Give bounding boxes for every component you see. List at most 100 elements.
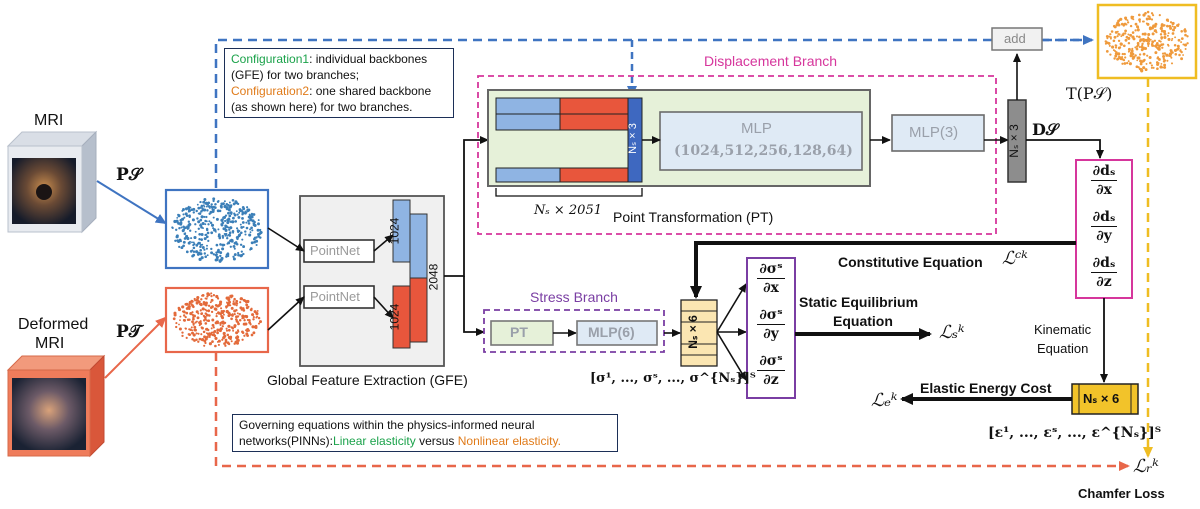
- cloud-point: [1136, 59, 1139, 62]
- cloud-point: [1140, 45, 1144, 49]
- cloud-point: [259, 231, 263, 235]
- cloud-point: [235, 331, 239, 335]
- cloud-point: [206, 295, 209, 298]
- cloud-point: [205, 313, 209, 317]
- cloud-point: [1173, 26, 1177, 29]
- cloud-point: [1138, 53, 1142, 56]
- cloud-point: [182, 314, 186, 317]
- mlp6-label: MLP(6): [588, 324, 635, 340]
- cloud-point: [238, 208, 242, 211]
- cloud-point: [201, 326, 204, 330]
- cloud-point: [1148, 55, 1152, 60]
- cloud-point: [193, 339, 196, 342]
- cloud-point: [1160, 37, 1163, 40]
- cloud-point: [218, 259, 222, 263]
- cloud-point: [212, 216, 215, 219]
- mlp3-label: MLP(3): [909, 124, 959, 141]
- cloud-point: [1154, 22, 1158, 26]
- cloud-point: [206, 209, 209, 212]
- cloud-point: [1124, 38, 1128, 42]
- cloud-point: [173, 313, 177, 317]
- cloud-point: [220, 205, 223, 209]
- mri-label: MRI: [34, 112, 64, 129]
- cloud-point: [239, 301, 242, 304]
- cloud-point: [243, 319, 246, 322]
- cloud-point: [1127, 47, 1131, 51]
- cloud-point: [206, 254, 209, 257]
- cloud-point: [241, 209, 243, 212]
- cloud-point: [224, 227, 227, 230]
- cloud-point: [1121, 33, 1125, 37]
- cloud-point: [203, 252, 206, 255]
- cloud-point: [192, 305, 195, 309]
- cloud-point: [1131, 31, 1135, 34]
- kinematic-line1: Kinematic: [1034, 322, 1092, 337]
- cloud-point: [241, 238, 244, 241]
- cloud-point: [1127, 50, 1130, 53]
- cloud-point: [231, 230, 235, 233]
- pointnet-bottom-label: PointNet: [310, 289, 360, 304]
- cloud-point: [1137, 13, 1141, 17]
- cloud-point: [206, 244, 208, 247]
- lc-label: ℒᶜᵏ: [1002, 248, 1028, 269]
- cloud-point: [233, 324, 237, 328]
- mlp6-box: [576, 320, 658, 346]
- cloud-point: [205, 220, 208, 223]
- cloud-point: [214, 344, 217, 348]
- cloud-point: [194, 223, 197, 226]
- cloud-point: [1146, 10, 1150, 14]
- cloud-point: [1146, 54, 1149, 57]
- cloud-point: [1183, 28, 1186, 32]
- cloud-point: [187, 223, 191, 227]
- cloud-point: [215, 251, 218, 254]
- config2-text: : one shared backbone (as shown here) fo…: [231, 84, 432, 114]
- cloud-point: [182, 244, 185, 248]
- cloud-point: [1160, 30, 1163, 33]
- cloud-point: [246, 208, 250, 213]
- cloud-point: [1159, 65, 1163, 69]
- cloud-point: [220, 223, 224, 227]
- cloud-point: [1118, 33, 1121, 36]
- cloud-point: [182, 208, 185, 211]
- cloud-point: [1170, 39, 1173, 42]
- deformed-mri-cube: [6, 354, 106, 458]
- cloud-point: [1107, 41, 1111, 45]
- displacement-gradient-box: [1075, 159, 1133, 299]
- cloud-point: [233, 297, 236, 301]
- cloud-point: [1152, 24, 1156, 28]
- cloud-point: [1134, 29, 1137, 32]
- linear-elasticity: Linear elasticity: [333, 434, 416, 448]
- cloud-point: [250, 307, 253, 310]
- cloud-point: [176, 239, 179, 242]
- cloud-point: [195, 298, 199, 302]
- cloud-point: [178, 323, 180, 326]
- eps-sequence: [ε¹, ..., εˢ, ..., ε^{Nₛ}]ᵀ: [988, 425, 1162, 441]
- cloud-point: [1119, 17, 1123, 21]
- elastic-energy-label: Elastic Energy Cost: [920, 380, 1052, 396]
- cloud-point: [220, 256, 224, 261]
- cloud-point: [1163, 52, 1167, 55]
- cloud-point: [250, 213, 254, 216]
- cloud-point: [205, 235, 209, 239]
- cloud-point: [211, 305, 214, 308]
- cloud-point: [256, 228, 260, 232]
- cloud-point: [1160, 24, 1163, 28]
- cloud-point: [1109, 33, 1112, 36]
- cloud-point: [205, 233, 208, 236]
- cloud-point: [190, 326, 193, 329]
- cloud-point: [249, 218, 253, 222]
- cloud-point: [210, 247, 213, 251]
- cloud-point: [1129, 33, 1133, 37]
- cloud-point: [182, 240, 186, 244]
- cloud-point: [200, 312, 204, 315]
- feat-1024-bottom-label: 1024: [387, 303, 402, 331]
- cloud-point: [232, 300, 235, 303]
- cloud-point: [232, 302, 235, 305]
- cloud-point: [199, 243, 202, 246]
- cloud-point: [232, 329, 235, 332]
- cloud-point: [214, 258, 218, 262]
- cloud-point: [193, 328, 196, 332]
- cloud-point: [212, 333, 216, 336]
- cloud-point: [215, 314, 218, 318]
- cloud-point: [226, 218, 230, 222]
